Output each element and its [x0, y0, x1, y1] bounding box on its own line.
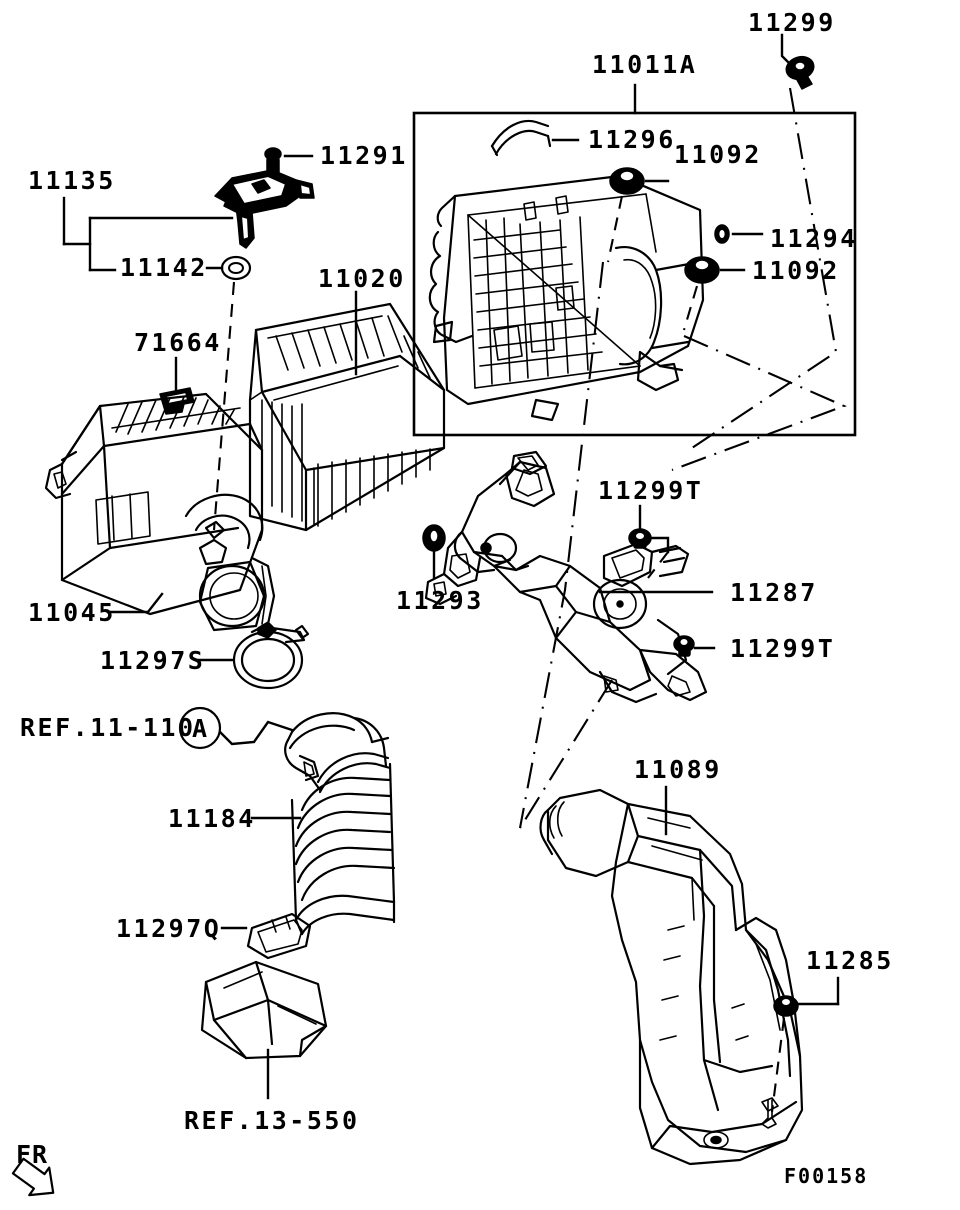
air-intake-duct-illustration: [539, 788, 804, 1166]
callout-label-11297s: 11297S: [100, 646, 206, 675]
bolt-11299t-lower: [673, 635, 695, 657]
axis-11142: [212, 281, 236, 531]
reference-circle-letter: A: [192, 714, 210, 743]
grommet-11285: [773, 995, 799, 1017]
callout-label-11011a: 11011A: [592, 50, 698, 79]
callout-label-11285: 11285: [806, 946, 894, 975]
callout-label-11299t-upper: 11299T: [598, 476, 704, 505]
callout-label-11294: 11294: [770, 224, 858, 253]
callout-label-11299t-lower: 11299T: [730, 634, 836, 663]
air-flow-sensor-illustration: [214, 169, 315, 249]
callout-label-11092-upper: 11092: [674, 140, 762, 169]
breather-hose-illustration: [490, 119, 552, 157]
axis-11092-upper: [606, 195, 624, 263]
callout-label-11092-lower: 11092: [752, 256, 840, 285]
grommet-11293: [422, 524, 446, 552]
axis-11092-lower: [682, 285, 699, 331]
grommet-11092-upper: [609, 167, 645, 195]
fr-label: FR: [16, 1140, 49, 1169]
callout-label-11045: 11045: [28, 598, 116, 627]
air-cleaner-body-illustration: [428, 174, 705, 422]
collar-11294: [714, 224, 730, 244]
callout-label-71664: 71664: [134, 328, 222, 357]
leader-11299: [780, 33, 792, 66]
assembly-axis-right: [685, 87, 838, 453]
callout-label-11293: 11293: [396, 586, 484, 615]
callout-label-11296: 11296: [588, 125, 676, 154]
callout-label-ref-13-550: REF.13-550: [184, 1106, 360, 1135]
axis-11285: [770, 1017, 786, 1113]
bolt-11299t-upper: [628, 528, 652, 549]
callout-label-ref-11-110: REF.11-110: [20, 713, 196, 742]
grommet-11092-lower: [684, 256, 720, 284]
leader-11135-bracket: [62, 196, 234, 272]
callout-label-11299: 11299: [748, 8, 836, 37]
air-cleaner-cover-illustration: [44, 392, 276, 634]
air-cleaner-bracket-illustration: [424, 450, 708, 704]
reference-circle-a: [178, 706, 222, 750]
hose-clamp-11297q: [246, 912, 312, 960]
callout-label-11287: 11287: [730, 578, 818, 607]
leader-11299t-hook: [649, 536, 670, 554]
callout-label-11291: 11291: [320, 141, 408, 170]
callout-label-11297q: 11297Q: [116, 914, 222, 943]
o-ring-11142: [220, 255, 252, 281]
leader-ref-11-110: [218, 720, 294, 746]
callout-label-11020: 11020: [318, 264, 406, 293]
air-hose-illustration: [284, 712, 396, 936]
callout-label-11142: 11142: [120, 253, 208, 282]
figure-code: F00158: [784, 1164, 869, 1188]
ref-13-550-illustration: [200, 960, 328, 1060]
callout-label-11089: 11089: [634, 755, 722, 784]
assembly-axis-lower: [671, 335, 847, 471]
group-box-11011a: [412, 83, 857, 437]
air-cleaner-element-illustration: [248, 302, 446, 532]
assembly-axis-duct: [519, 679, 613, 829]
callout-label-11184: 11184: [168, 804, 256, 833]
callout-label-11135: 11135: [28, 166, 116, 195]
fr-direction-arrow: [11, 1157, 55, 1197]
bolt-11299: [785, 55, 815, 90]
hose-clamp-11297s: [232, 621, 310, 690]
assembly-axis-center: [518, 261, 605, 829]
